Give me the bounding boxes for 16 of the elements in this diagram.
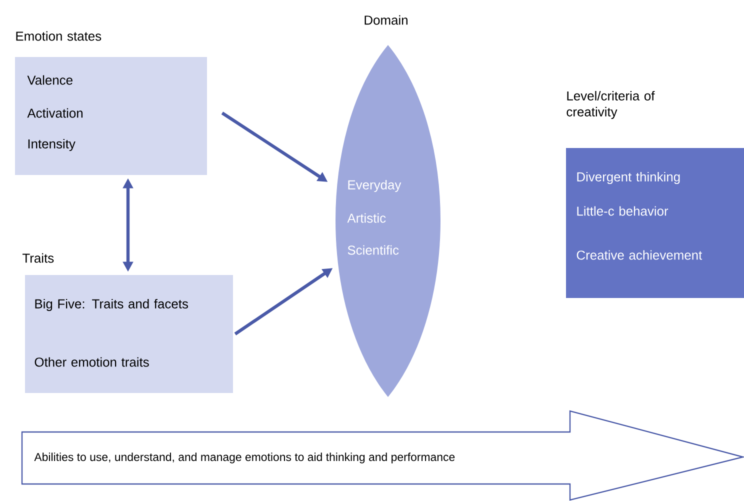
label-text: Artistic — [347, 213, 386, 223]
label-text: Scientific — [348, 245, 399, 255]
arrow-band: Abilities to use, understand, and manage emotions to aid thinking and performance — [21, 410, 744, 501]
heading: Emotion states — [16, 31, 102, 41]
label-text: Big Five: Traits and facets — [35, 298, 188, 312]
heading: Domain — [364, 15, 408, 25]
label-text: Divergent thinking — [577, 172, 680, 184]
label-text: Everyday — [348, 180, 402, 192]
label-text: Other emotion traits — [34, 357, 149, 367]
label-text: Intensity — [28, 138, 76, 152]
label-text: Activation — [27, 108, 82, 118]
heading: Level/criteria of creativity — [566, 90, 655, 119]
heading: Traits — [22, 253, 54, 263]
label-text: Creative achievement — [576, 250, 702, 260]
label-text: Little-c behavior — [577, 206, 668, 216]
label-text: Valence — [27, 75, 72, 85]
